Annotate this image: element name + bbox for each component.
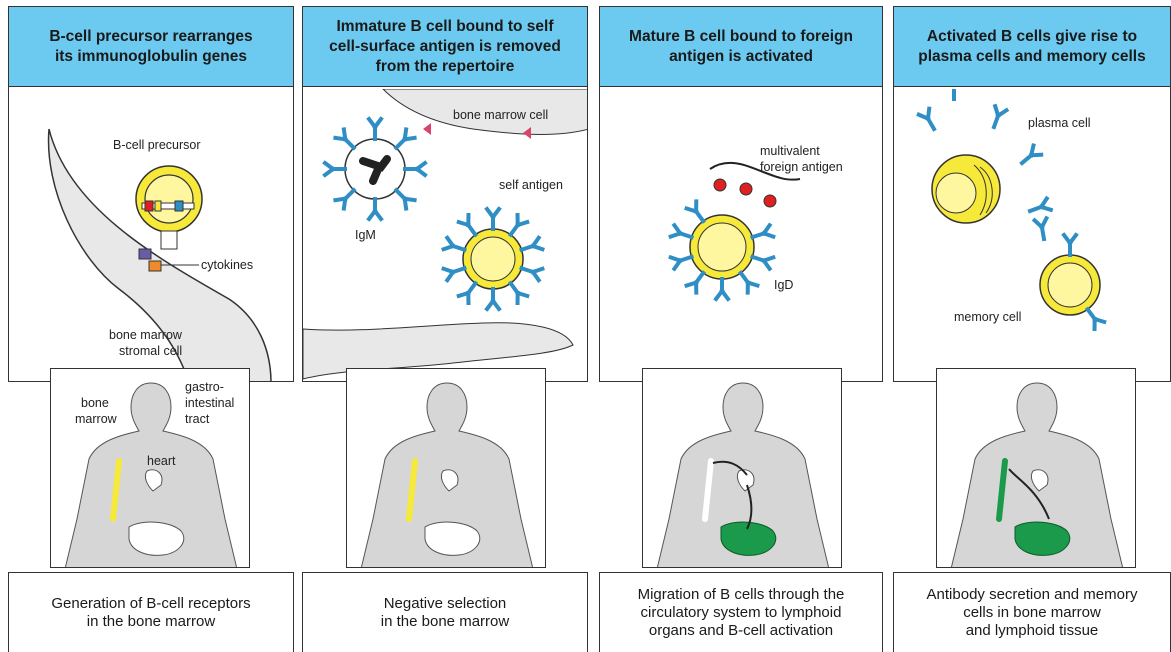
antibody-icon: [392, 129, 415, 152]
cytokine-orange: [149, 261, 161, 271]
antibody-icon: [687, 269, 708, 292]
label-heart: heart: [147, 454, 176, 468]
body-diagram-4: [937, 369, 1136, 568]
antibody-icon: [716, 279, 728, 299]
antibody-icon: [335, 186, 358, 209]
panel-3: Mature B cell bound to foreign antigen i…: [599, 6, 883, 382]
caption-4: Antibody secretion and memory cells in b…: [893, 572, 1171, 652]
gene-segment-blue: [175, 201, 183, 211]
gut-icon: [1015, 522, 1070, 555]
body-box-2: [346, 368, 546, 568]
gene-segment-yellow: [155, 201, 161, 211]
caption-3: Migration of B cells through the circula…: [599, 572, 883, 652]
panel-2-header: Immature B cell bound to self cell-surfa…: [303, 7, 587, 87]
panel-1-header: B-cell precursor rearranges its immunogl…: [9, 7, 293, 87]
label-stromal-2: stromal cell: [119, 344, 182, 358]
antibody-icon: [325, 163, 345, 175]
label-self-antigen: self antigen: [499, 178, 563, 192]
panel-3-illustration: multivalent foreign antigen IgD: [600, 89, 883, 382]
antibody-icon: [487, 209, 499, 229]
gut-icon: [129, 522, 184, 555]
panel-4-header: Activated B cells give rise to plasma ce…: [894, 7, 1170, 87]
label-gi-1: gastro-: [185, 380, 224, 394]
antibody-icon: [1064, 235, 1076, 255]
antibody-icon: [506, 215, 527, 238]
antibody-icon: [948, 89, 960, 99]
antibody-icon: [506, 280, 527, 303]
antibody-icon: [459, 280, 480, 303]
label-gi-3: tract: [185, 412, 210, 426]
panel-2: Immature B cell bound to self cell-surfa…: [302, 6, 588, 382]
antibody-icon: [369, 119, 381, 139]
panel-2-illustration: bone marrow cell self antigen IgM: [303, 89, 588, 382]
label-igd: IgD: [774, 278, 793, 292]
precursor-nucleus: [145, 175, 193, 223]
antibody-icon: [459, 215, 480, 238]
antibody-icon: [335, 129, 358, 152]
label-bone-1: bone: [81, 396, 109, 410]
panel-4: Activated B cells give rise to plasma ce…: [893, 6, 1171, 382]
caption-2: Negative selection in the bone marrow: [302, 572, 588, 652]
antibody-icon: [736, 269, 757, 292]
label-multi-2: foreign antigen: [760, 160, 843, 174]
antibody-icon: [392, 186, 415, 209]
antibody-icon: [1018, 146, 1041, 168]
label-cytokines: cytokines: [201, 258, 253, 272]
receptor-purple: [139, 249, 151, 259]
label-precursor: B-cell precursor: [113, 138, 201, 152]
body-box-4: [936, 368, 1136, 568]
caption-1: Generation of B-cell receptors in the bo…: [8, 572, 294, 652]
label-bone-2: marrow: [75, 412, 118, 426]
label-gi-2: intestinal: [185, 396, 234, 410]
panel-3-header: Mature B cell bound to foreign antigen i…: [600, 7, 882, 87]
panel-1-illustration: B-cell precursor cytokines bone marrow s…: [9, 89, 294, 382]
label-stromal-1: bone marrow: [109, 328, 183, 342]
body-diagram-2: [347, 369, 546, 568]
label-multi-1: multivalent: [760, 144, 820, 158]
body-diagram-3: [643, 369, 842, 568]
antibody-icon: [369, 199, 381, 219]
label-bm-cell: bone marrow cell: [453, 108, 548, 122]
antibody-icon: [1028, 199, 1051, 217]
gut-icon: [425, 522, 480, 555]
antibody-icon: [487, 289, 499, 309]
antibody-icon: [1083, 306, 1104, 329]
antibody-icon: [405, 163, 425, 175]
panel-4-illustration: plasma cell memory cell: [894, 89, 1171, 382]
panel-1: B-cell precursor rearranges its immunogl…: [8, 6, 294, 382]
body-diagram-1: bone marrow gastro- intestinal tract hea…: [51, 369, 250, 568]
body-box-3: [642, 368, 842, 568]
antibody-icon: [687, 201, 708, 224]
label-plasma: plasma cell: [1028, 116, 1091, 130]
antibody-icon: [919, 109, 939, 132]
label-igm: IgM: [355, 228, 376, 242]
self-antigen-1: [423, 123, 431, 135]
gene-segment-red: [145, 201, 153, 211]
body-box-1: bone marrow gastro- intestinal tract hea…: [50, 368, 250, 568]
antibody-icon: [1035, 218, 1050, 240]
antibody-icon: [988, 106, 1006, 129]
label-memory: memory cell: [954, 310, 1021, 324]
foreign-antigen: [714, 179, 726, 191]
